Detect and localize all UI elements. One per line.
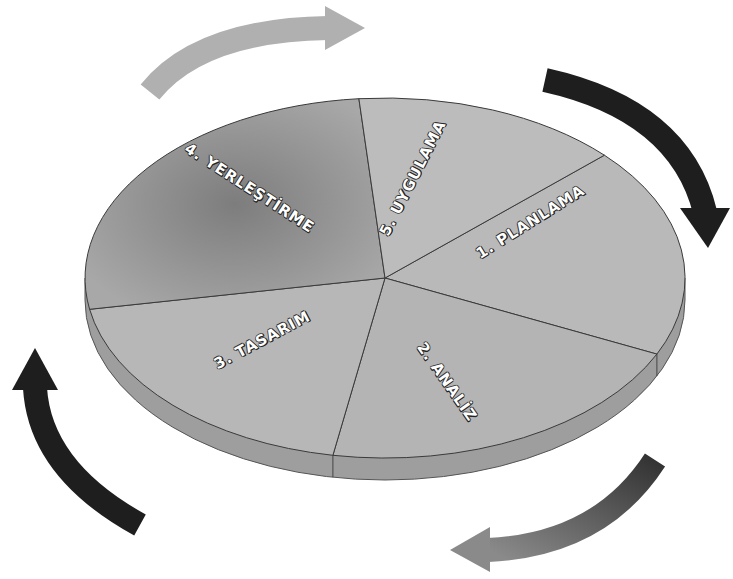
arrow-head bbox=[680, 208, 730, 248]
pie-sector bbox=[85, 99, 385, 310]
pie-sector bbox=[333, 278, 657, 458]
pie-sectors bbox=[85, 98, 685, 458]
arrow-head bbox=[325, 6, 365, 50]
pie-sector bbox=[359, 98, 605, 278]
cycle-arrow bbox=[35, 388, 140, 525]
cycle-arrow bbox=[150, 28, 328, 92]
arrow-head bbox=[450, 527, 490, 572]
rim-seam bbox=[656, 354, 657, 376]
rim-seam bbox=[332, 455, 333, 477]
cycle-arrow bbox=[488, 460, 655, 550]
arrow-head bbox=[12, 348, 58, 390]
